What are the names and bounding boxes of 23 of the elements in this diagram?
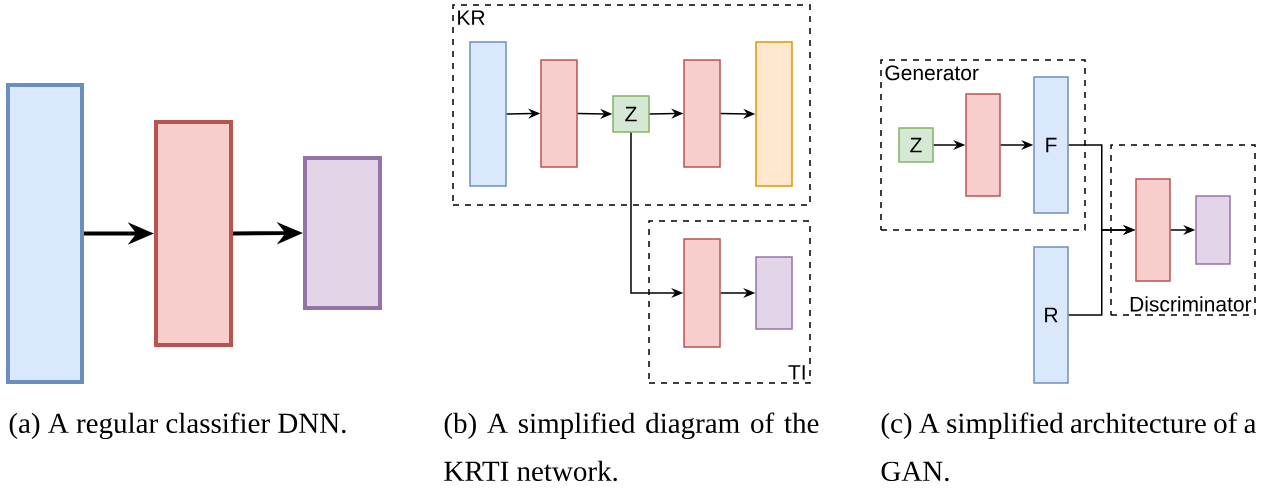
layer-box bbox=[154, 120, 233, 347]
layer-box bbox=[683, 59, 721, 168]
layer-box: R bbox=[1033, 246, 1069, 384]
layer-box bbox=[540, 59, 578, 168]
layer-box bbox=[1135, 178, 1171, 282]
group-label: TI bbox=[788, 365, 805, 380]
layer-box bbox=[683, 238, 721, 348]
layer-box bbox=[469, 41, 507, 187]
layer-box: Z bbox=[612, 95, 650, 133]
caption: (b) A simplified diagram of the KRTI network. bbox=[444, 412, 819, 482]
caption: (c) A simplified architecture of a GAN. bbox=[881, 412, 1257, 482]
layer-box bbox=[1195, 195, 1231, 265]
group-label: KR bbox=[458, 10, 485, 25]
layer-box: Z bbox=[898, 127, 934, 163]
layer-box bbox=[303, 156, 382, 310]
layer-box bbox=[965, 93, 1001, 197]
layer-box bbox=[755, 256, 793, 330]
layer-box bbox=[6, 83, 84, 384]
layer-box bbox=[755, 41, 793, 187]
group-label: Generator bbox=[885, 65, 979, 81]
group-label: Discriminator bbox=[1130, 296, 1252, 312]
caption: (a) A regular classifier DNN. bbox=[9, 412, 346, 440]
layer-box: F bbox=[1033, 76, 1069, 214]
